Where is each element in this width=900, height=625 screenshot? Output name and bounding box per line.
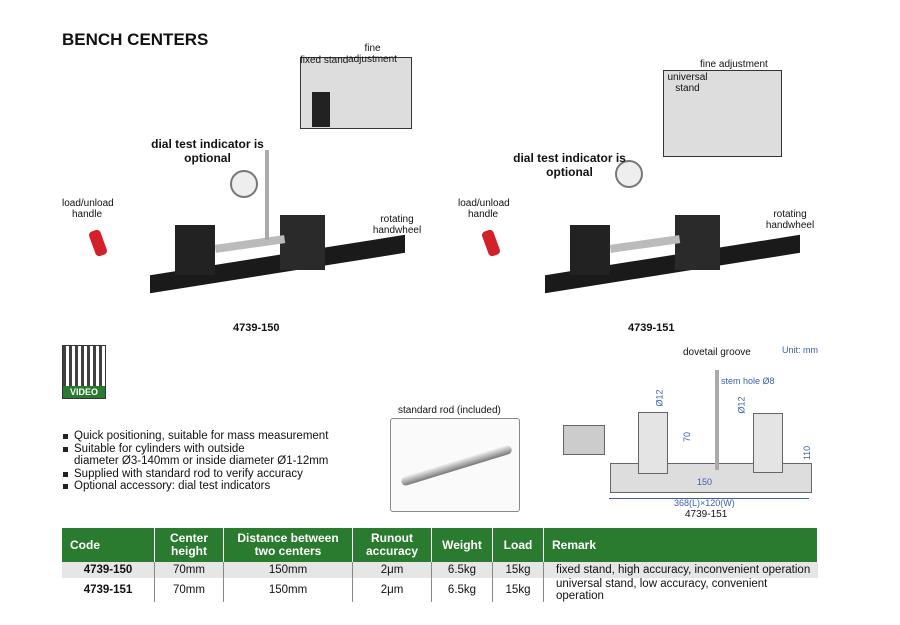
feature-list: Quick positioning, suitable for mass mea…	[62, 430, 328, 493]
label-load-handle: load/unload handle	[62, 198, 114, 220]
product-image-4739-150	[80, 40, 420, 330]
feature-item: Quick positioning, suitable for mass mea…	[62, 430, 328, 443]
cell-distance: 150mm	[223, 578, 353, 602]
label-fine-adjustment: fine adjustment	[700, 59, 768, 70]
qr-video-label: VIDEO	[63, 386, 105, 398]
label-fixed-stand: fixed stand	[300, 55, 349, 66]
dim-70: 70	[682, 431, 693, 443]
rod-label: standard rod (included)	[398, 405, 501, 416]
dim-d12-left: Ø12	[654, 389, 665, 407]
cell-remark: fixed stand, high accuracy, inconvenient…	[543, 562, 818, 578]
col-header: Center height	[154, 528, 224, 562]
dim-size: 368(L)×120(W)	[674, 498, 735, 508]
dovetail-label: dovetail groove	[683, 347, 751, 358]
table-row: 4739-150 70mm 150mm 2μm 6.5kg 15kg fixed…	[62, 562, 818, 578]
cell-weight: 6.5kg	[431, 562, 493, 578]
cell-distance: 150mm	[223, 562, 353, 578]
product-image-4739-151	[475, 40, 815, 330]
cell-load: 15kg	[492, 578, 544, 602]
col-header: Remark	[543, 528, 818, 562]
col-header: Load	[492, 528, 544, 562]
cell-weight: 6.5kg	[431, 578, 493, 602]
feature-item: Optional accessory: dial test indicators	[62, 480, 328, 493]
stem-hole-label: stem hole Ø8	[721, 376, 775, 386]
label-load-handle: load/unload handle	[458, 198, 510, 220]
cell-center-height: 70mm	[154, 562, 224, 578]
label-dial-optional: dial test indicator is optional	[513, 151, 626, 179]
feature-item: Supplied with standard rod to verify acc…	[62, 468, 328, 481]
col-header: Code	[62, 528, 155, 562]
feature-item: Suitable for cylinders with outside	[62, 443, 328, 456]
cell-load: 15kg	[492, 562, 544, 578]
cell-center-height: 70mm	[154, 578, 224, 602]
dim-110: 110	[802, 445, 813, 461]
model-label: 4739-150	[233, 322, 280, 334]
drawing-model: 4739-151	[685, 509, 728, 520]
unit-label: Unit: mm	[782, 345, 818, 355]
page-title: BENCH CENTERS	[62, 30, 209, 49]
col-header: Distance between two centers	[223, 528, 353, 562]
col-header: Weight	[431, 528, 493, 562]
dimension-drawing	[555, 345, 825, 520]
cell-runout: 2μm	[352, 562, 432, 578]
label-rotating-handwheel: rotating handwheel	[765, 209, 815, 231]
dim-150: 150	[697, 477, 713, 487]
spec-table: Code Center height Distance between two …	[62, 528, 818, 602]
label-universal-stand: universal stand	[667, 72, 708, 94]
feature-item: diameter Ø3-140mm or inside diameter Ø1-…	[74, 455, 329, 467]
qr-code[interactable]: VIDEO	[62, 345, 106, 399]
label-rotating-handwheel: rotating handwheel	[372, 214, 422, 236]
standard-rod-image	[390, 418, 520, 512]
label-fine-adjustment: fine adjustment	[348, 43, 397, 65]
cell-code: 4739-150	[62, 562, 155, 578]
dim-d12-right: Ø12	[736, 396, 747, 414]
label-dial-optional: dial test indicator is optional	[151, 137, 264, 165]
table-row: 4739-151 70mm 150mm 2μm 6.5kg 15kg unive…	[62, 578, 818, 602]
cell-code: 4739-151	[62, 578, 155, 602]
cell-remark: universal stand, low accuracy, convenien…	[556, 578, 768, 602]
model-label: 4739-151	[628, 322, 675, 334]
col-header: Runout accuracy	[352, 528, 432, 562]
cell-runout: 2μm	[352, 578, 432, 602]
